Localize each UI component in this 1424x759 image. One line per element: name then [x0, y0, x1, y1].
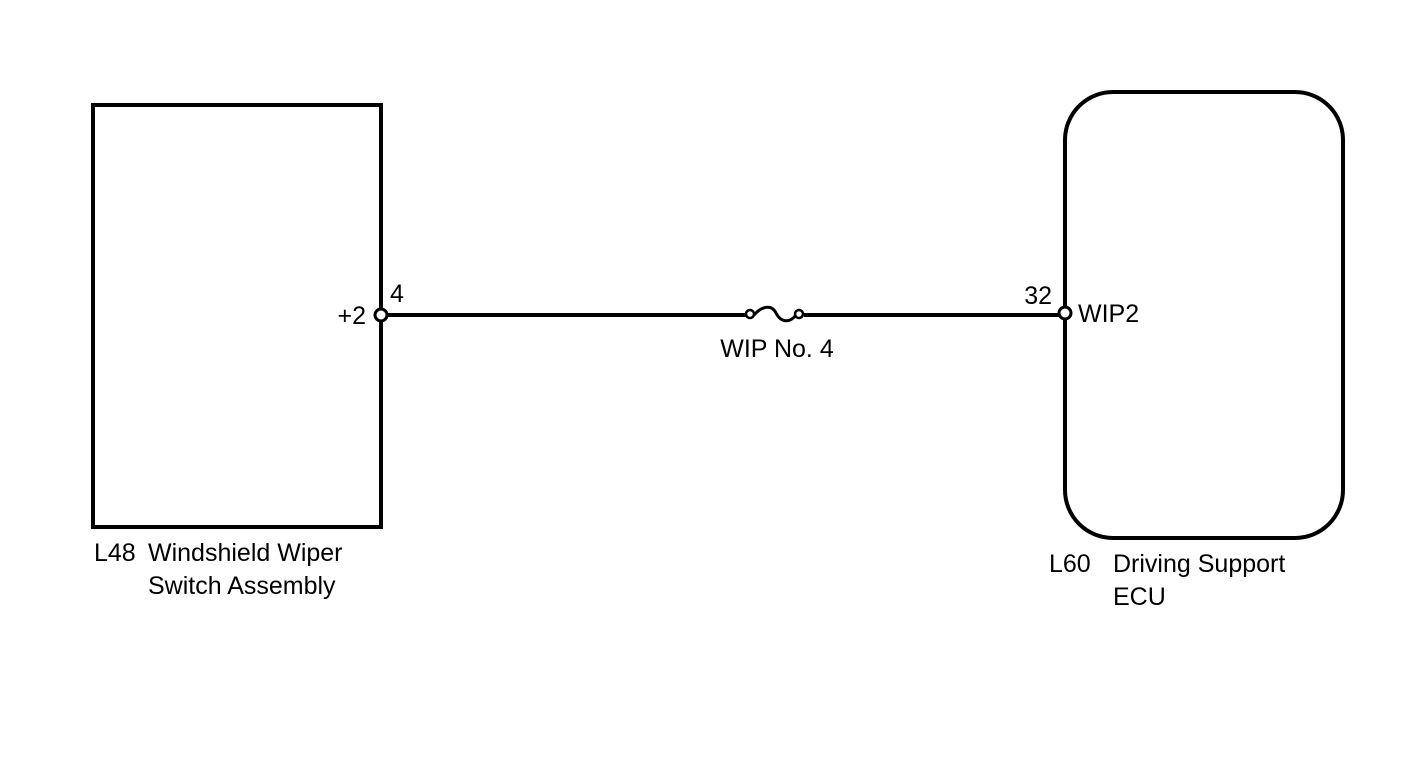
fuse-label: WIP No. 4	[720, 335, 834, 363]
ecu-name-line1: Driving Support	[1113, 550, 1285, 578]
ecu-pin-number: 32	[1024, 282, 1052, 310]
switch-pin-name: +2	[337, 302, 366, 330]
switch-terminal	[373, 307, 389, 323]
switch-name-line2: Switch Assembly	[148, 572, 336, 600]
switch-name-line1: Windshield Wiper	[148, 539, 343, 567]
fuse-symbol	[752, 305, 798, 323]
ecu-connector-code: L60	[1049, 550, 1091, 578]
fuse-terminal-right	[793, 308, 805, 320]
ecu-terminal	[1057, 305, 1073, 321]
switch-connector-code: L48	[94, 539, 136, 567]
ecu-pin-name: WIP2	[1078, 300, 1139, 328]
fuse-terminal-left	[744, 308, 756, 320]
ecu-name-line2: ECU	[1113, 583, 1166, 611]
switch-pin-number: 4	[390, 280, 404, 308]
